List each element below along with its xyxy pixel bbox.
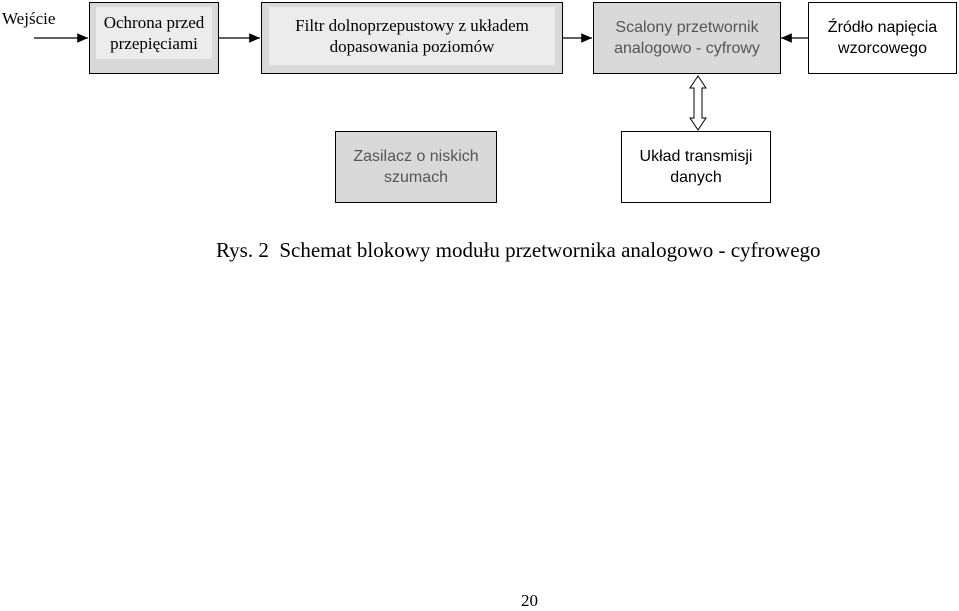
block-adc-line2: analogowo - cyfrowy [614,40,760,57]
bidirectional-arrow-adc-transmission [689,75,707,131]
block-reference-source-line2: wzorcowego [838,40,927,57]
block-reference-source: Źródło napięcia wzorcowego [808,2,957,74]
block-low-noise-psu: Zasilacz o niskich szumach [335,131,497,203]
block-data-transmission: Układ transmisji danych [621,131,771,203]
block-low-noise-psu-line2: szumach [383,169,449,186]
block-lowpass-filter-line2: dopasowania poziomów [329,37,495,56]
block-data-transmission-line2: danych [670,169,722,186]
block-surge-protection-line1: Ochrona przed [103,13,205,32]
block-reference-source-line1: Źródło napięcia [827,19,938,36]
block-adc-line1: Scalony przetwornik [615,19,759,36]
block-data-transmission-line1: Układ transmisji [639,148,753,165]
block-adc: Scalony przetwornik analogowo - cyfrowy [593,2,781,74]
block-surge-protection: Ochrona przed przepięciami [89,2,219,74]
input-label: Wejście [2,9,56,28]
block-surge-protection-line2: przepięciami [110,34,198,53]
page-number: 20 [521,591,538,610]
block-surge-protection-inner: Ochrona przed przepięciami [96,7,212,59]
block-low-noise-psu-line1: Zasilacz o niskich [353,148,479,165]
block-lowpass-filter-line1: Filtr dolnoprzepustowy z układem [295,16,529,35]
block-lowpass-filter-inner: Filtr dolnoprzepustowy z układem dopasow… [269,7,555,65]
figure-caption: Rys. 2 Schemat blokowy modułu przetworni… [216,238,821,262]
block-lowpass-filter: Filtr dolnoprzepustowy z układem dopasow… [261,2,563,74]
